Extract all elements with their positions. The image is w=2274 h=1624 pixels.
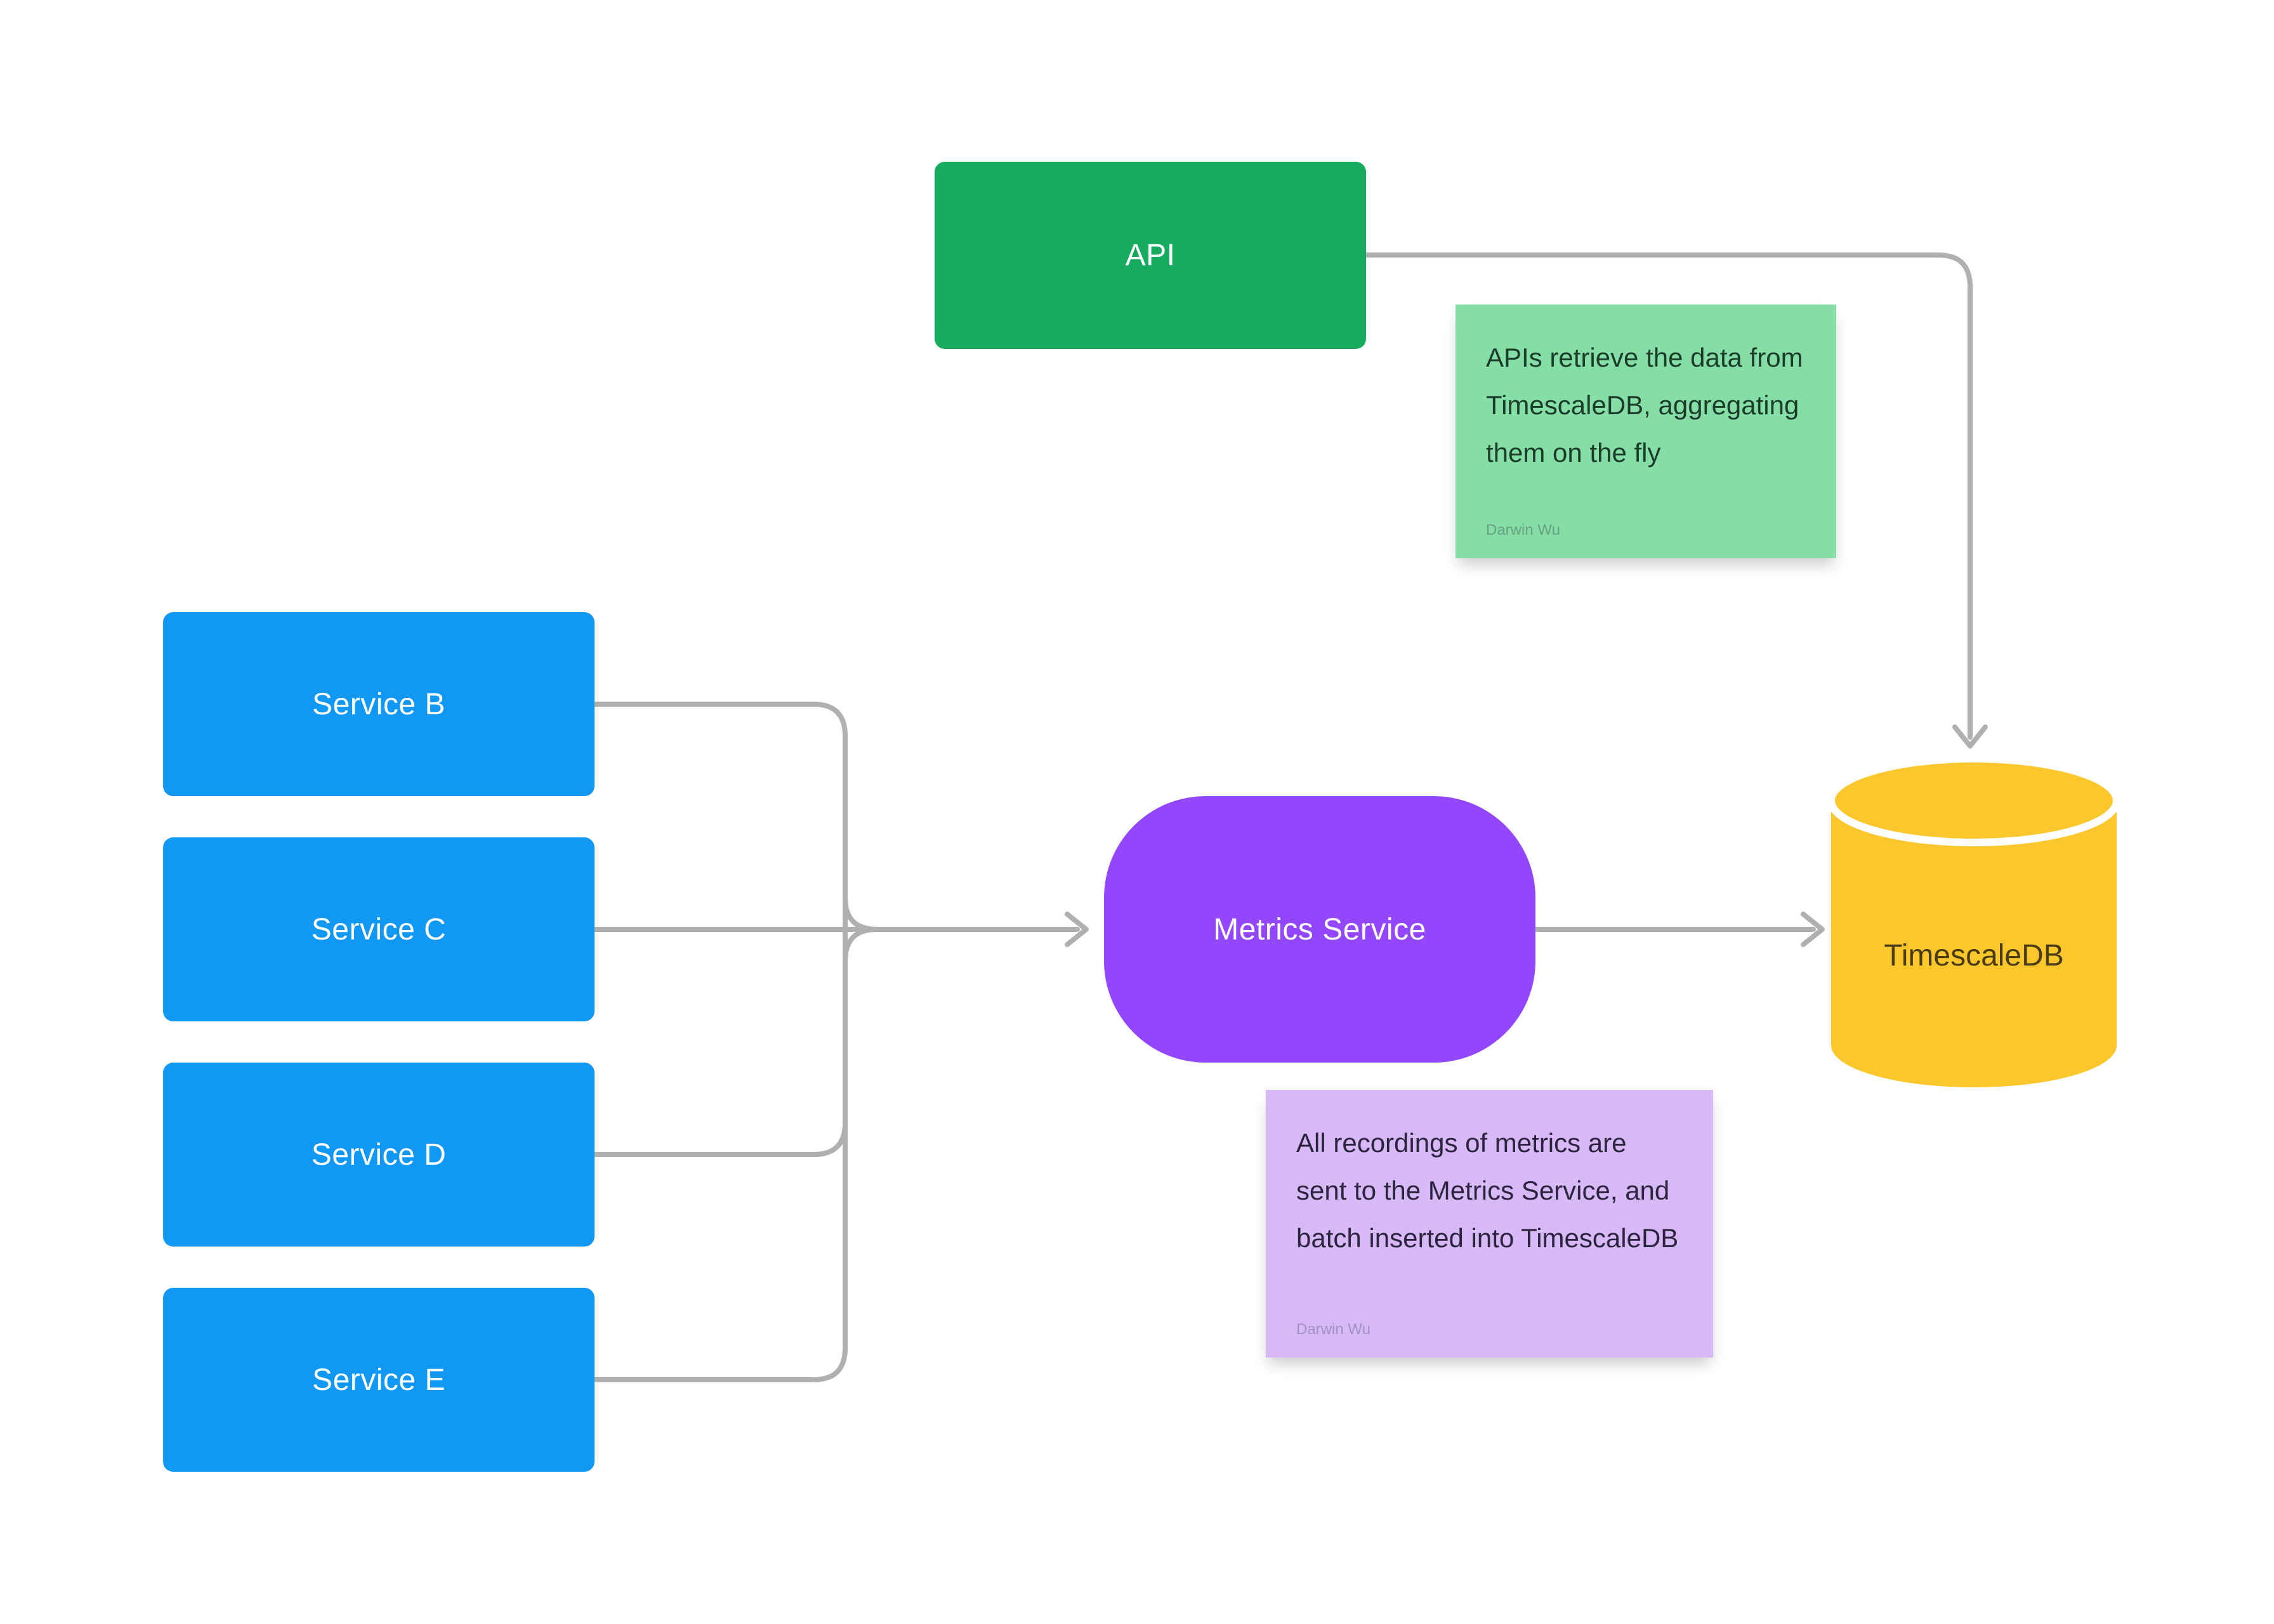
connector-service-d-branch[interactable] — [592, 1101, 848, 1157]
cylinder-top — [1827, 755, 2120, 846]
metrics-service-node[interactable]: Metrics Service — [1104, 796, 1535, 1063]
service-c-node[interactable]: Service C — [163, 837, 595, 1021]
connector-service-b-e-trunk[interactable] — [592, 702, 848, 1382]
timescaledb-label: TimescaleDB — [1831, 759, 2117, 1089]
service-e-label: Service E — [312, 1363, 445, 1397]
timescaledb-node[interactable] — [1827, 755, 2120, 1087]
service-d-label: Service D — [311, 1137, 447, 1172]
service-c-label: Service C — [311, 912, 447, 946]
connector-api-to-timescaledb[interactable] — [1364, 252, 1988, 749]
service-b-label: Service B — [312, 687, 445, 721]
timescaledb-label-text: TimescaleDB — [1884, 938, 2064, 972]
sticky-note-metrics[interactable]: All recordings of metrics are sent to th… — [1266, 1090, 1713, 1358]
connector-line — [592, 1101, 848, 1157]
sticky-note-author: Darwin Wu — [1296, 1321, 1370, 1338]
junction-fillet-upper — [843, 895, 879, 932]
service-b-node[interactable]: Service B — [163, 612, 595, 796]
sticky-note-text: APIs retrieve the data from TimescaleDB,… — [1486, 343, 1803, 468]
connector-line — [1364, 252, 1973, 740]
arrowhead-right — [1065, 912, 1089, 947]
arrowhead-down — [1952, 724, 1988, 749]
sticky-note-api[interactable]: APIs retrieve the data from TimescaleDB,… — [1456, 304, 1836, 558]
connector-services-to-metrics[interactable] — [592, 912, 1089, 947]
connector-metrics-to-timescaledb[interactable] — [1533, 912, 1825, 947]
metrics-service-label: Metrics Service — [1213, 912, 1426, 946]
cylinder-body — [1831, 801, 2117, 1087]
service-d-node[interactable]: Service D — [163, 1063, 595, 1247]
junction-fillet-lower — [843, 927, 879, 964]
service-e-node[interactable]: Service E — [163, 1288, 595, 1472]
arrowhead-right — [1801, 912, 1825, 947]
api-node[interactable]: API — [935, 162, 1366, 349]
sticky-note-author: Darwin Wu — [1486, 521, 1560, 539]
connector-line — [592, 702, 848, 1382]
sticky-note-text: All recordings of metrics are sent to th… — [1296, 1128, 1679, 1253]
api-node-label: API — [1125, 239, 1176, 272]
